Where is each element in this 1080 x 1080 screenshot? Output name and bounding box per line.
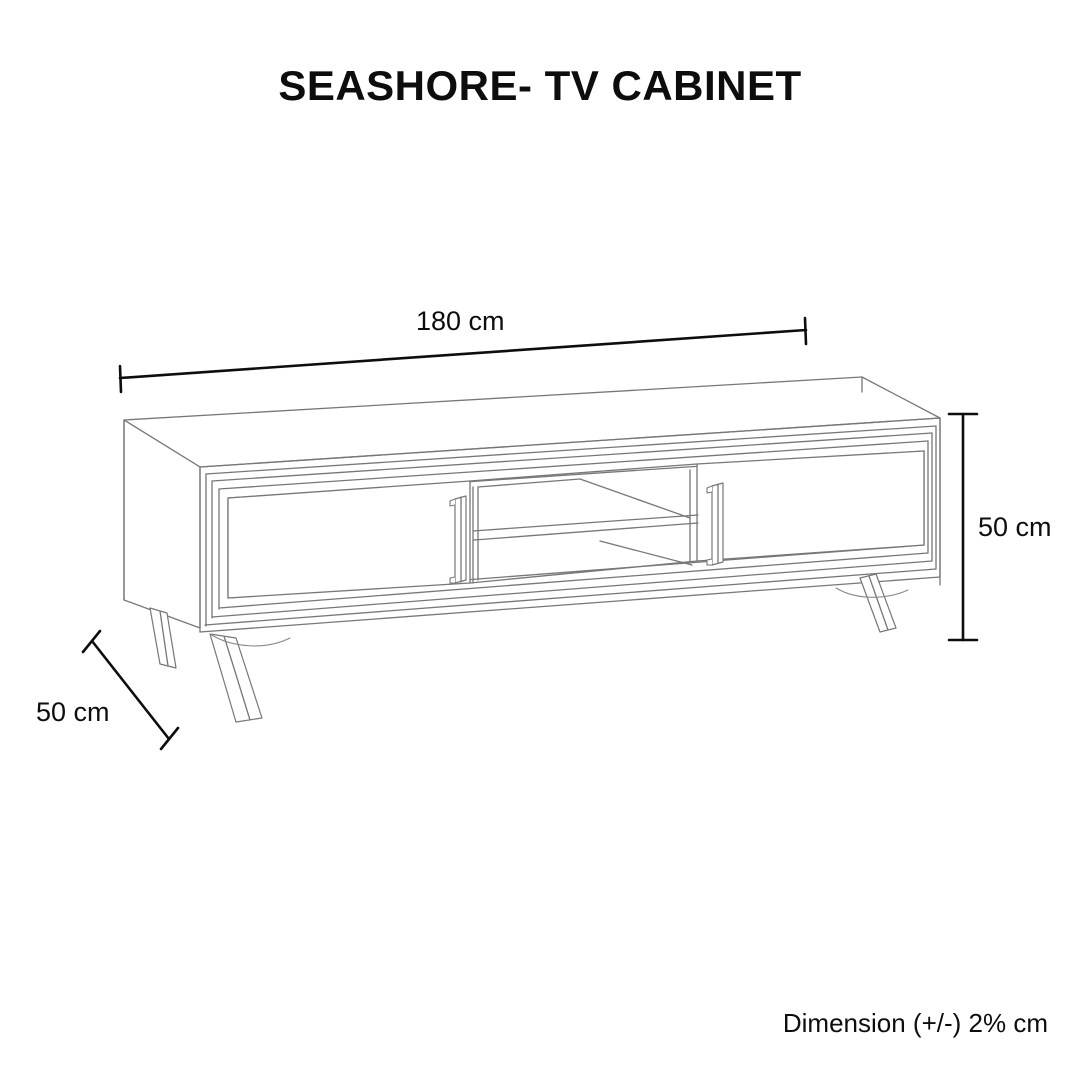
dimension-label-height: 50 cm [978,512,1052,542]
dimension-lines-group [81,316,979,751]
dimension-label-width: 180 cm [416,306,505,336]
dimension-line-depth [81,629,180,751]
page-title: SEASHORE- TV CABINET [278,62,802,109]
dimension-tolerance-note: Dimension (+/-) 2% cm [782,1008,1048,1038]
right-door-handle[interactable] [706,482,724,566]
cabinet-top-surface [123,376,941,468]
left-door-panel[interactable] [227,480,471,599]
cabinet-body-group [123,376,941,723]
dimension-line-height [947,412,979,642]
dimension-label-depth: 50 cm [36,697,110,727]
dimension-line-width [118,316,808,394]
left-door-handle[interactable] [449,495,467,584]
cabinet-legs [149,573,909,723]
right-door-panel[interactable] [696,450,925,562]
center-open-niche [469,463,699,584]
